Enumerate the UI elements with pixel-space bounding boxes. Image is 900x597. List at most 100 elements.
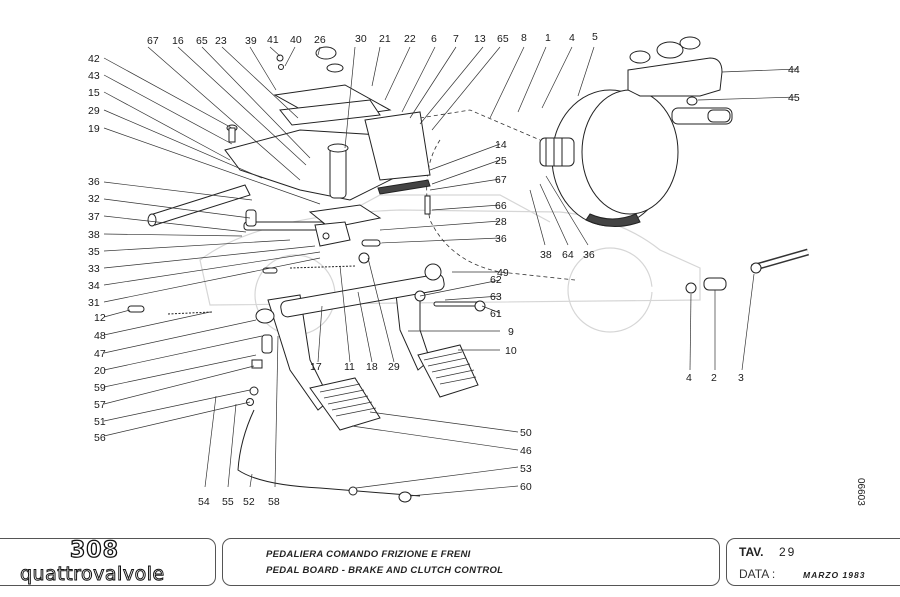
exploded-parts-diagram: 67 16 65 23 39 41 40 26 30 21 22 6 7 13 … xyxy=(88,31,809,508)
callout-label: 36 xyxy=(88,176,100,188)
callout-label: 25 xyxy=(495,155,507,167)
callout-label: 37 xyxy=(88,211,100,223)
callout-label: 42 xyxy=(88,53,100,65)
title-box: PEDALIERA COMANDO FRIZIONE E FRENI PEDAL… xyxy=(222,538,720,586)
callout-label: 12 xyxy=(94,312,106,324)
brake-servo xyxy=(539,89,733,227)
callout-label: 11 xyxy=(344,361,355,373)
callout-label: 35 xyxy=(88,246,100,258)
callout-label: 50 xyxy=(520,427,532,439)
callout-label: 17 xyxy=(310,361,322,373)
callout-label: 51 xyxy=(94,416,106,428)
callouts-top: 67 16 65 23 39 41 40 26 30 21 22 6 7 13 … xyxy=(147,31,598,47)
callout-label: 1 xyxy=(545,32,551,44)
table-label: TAV. xyxy=(739,545,764,559)
callout-label: 21 xyxy=(379,33,391,45)
date-label: DATA : xyxy=(739,567,776,581)
callout-label: 62 xyxy=(490,274,502,286)
logo-variant: quattrovalvole xyxy=(20,563,165,586)
logo-box: 308 quattrovalvole xyxy=(0,537,216,586)
callout-label: 23 xyxy=(215,35,227,47)
callout-label: 65 xyxy=(196,35,208,47)
callout-label: 4 xyxy=(569,32,575,44)
callouts-bottom: 54 55 52 58 17 11 18 29 38 64 36 4 2 3 xyxy=(198,249,744,508)
callout-label: 43 xyxy=(88,70,100,82)
callout-label: 15 xyxy=(88,87,100,99)
title-italian: PEDALIERA COMANDO FRIZIONE E FRENI xyxy=(266,549,471,560)
callouts-right: 44 45 14 25 67 66 28 36 49 62 63 61 9 10… xyxy=(490,64,800,493)
callout-label: 28 xyxy=(495,216,507,228)
callout-label: 10 xyxy=(505,345,517,357)
callout-label: 47 xyxy=(94,348,106,360)
drawing-number: 06603 xyxy=(855,478,866,506)
callout-label: 31 xyxy=(88,297,100,309)
callout-label: 4 xyxy=(686,372,692,384)
date-value: MARZO 1983 xyxy=(803,570,866,580)
title-block: 308 quattrovalvole PEDALIERA COMANDO FRI… xyxy=(0,534,900,590)
callout-label: 49 xyxy=(497,267,509,279)
callout-label: 63 xyxy=(490,291,502,303)
callout-label: 52 xyxy=(243,496,255,508)
leader-lines xyxy=(103,46,799,497)
vacuum-hose xyxy=(575,248,809,294)
callout-label: 26 xyxy=(314,34,326,46)
callout-label: 7 xyxy=(453,33,459,45)
callout-label: 18 xyxy=(366,361,378,373)
callout-label: 53 xyxy=(520,463,532,475)
callout-label: 29 xyxy=(388,361,400,373)
callout-label: 38 xyxy=(88,229,100,241)
callout-label: 67 xyxy=(147,35,159,47)
callout-label: 54 xyxy=(198,496,210,508)
hydraulic-route-dashed xyxy=(419,109,576,281)
callout-label: 19 xyxy=(88,123,100,135)
callout-label: 33 xyxy=(88,263,100,275)
callout-label: 22 xyxy=(404,33,416,45)
reference-box: TAV. 29 DATA : MARZO 1983 xyxy=(726,538,900,586)
callout-label: 14 xyxy=(495,139,507,151)
callout-label: 59 xyxy=(94,382,106,394)
callout-label: 46 xyxy=(520,445,532,457)
callout-label: 30 xyxy=(355,33,367,45)
callout-label: 5 xyxy=(592,31,598,43)
callout-label: 39 xyxy=(245,35,257,47)
callout-label: 57 xyxy=(94,399,106,411)
callout-label: 67 xyxy=(495,174,507,186)
callout-label: 55 xyxy=(222,496,234,508)
pedal-shaft xyxy=(280,252,486,318)
title-english: PEDAL BOARD - BRAKE AND CLUTCH CONTROL xyxy=(266,565,504,576)
callout-label: 60 xyxy=(520,481,532,493)
callout-label: 41 xyxy=(267,34,279,46)
callout-label: 66 xyxy=(495,200,507,212)
callout-label: 20 xyxy=(94,365,106,377)
callout-label: 64 xyxy=(562,249,574,261)
callout-label: 56 xyxy=(94,432,106,444)
callout-label: 40 xyxy=(290,34,302,46)
callout-label: 29 xyxy=(88,105,100,117)
master-cylinder-reservoir xyxy=(627,36,723,106)
callout-label: 65 xyxy=(497,33,509,45)
callout-label: 36 xyxy=(495,233,507,245)
callout-label: 6 xyxy=(431,33,437,45)
clutch-pedal xyxy=(255,294,381,431)
callout-label: 32 xyxy=(88,193,100,205)
logo-model: 308 xyxy=(69,537,119,563)
callouts-left: 42 43 15 29 19 36 32 37 38 35 33 34 31 1… xyxy=(88,53,106,444)
callout-label: 61 xyxy=(490,308,502,320)
clutch-cable xyxy=(237,334,421,503)
table-number: 29 xyxy=(779,545,797,559)
callout-label: 8 xyxy=(521,32,527,44)
pedal-bracket-assembly xyxy=(147,46,431,247)
callout-label: 3 xyxy=(738,372,744,384)
callout-label: 13 xyxy=(474,33,486,45)
callout-label: 34 xyxy=(88,280,100,292)
callout-label: 9 xyxy=(508,326,514,338)
callout-label: 44 xyxy=(788,64,800,76)
clutch-linkage xyxy=(127,209,356,315)
callout-label: 48 xyxy=(94,330,106,342)
callout-label: 58 xyxy=(268,496,280,508)
brake-pedal xyxy=(394,279,479,398)
callout-label: 2 xyxy=(711,372,717,384)
callout-label: 36 xyxy=(583,249,595,261)
callout-label: 45 xyxy=(788,92,800,104)
callout-label: 16 xyxy=(172,35,184,47)
